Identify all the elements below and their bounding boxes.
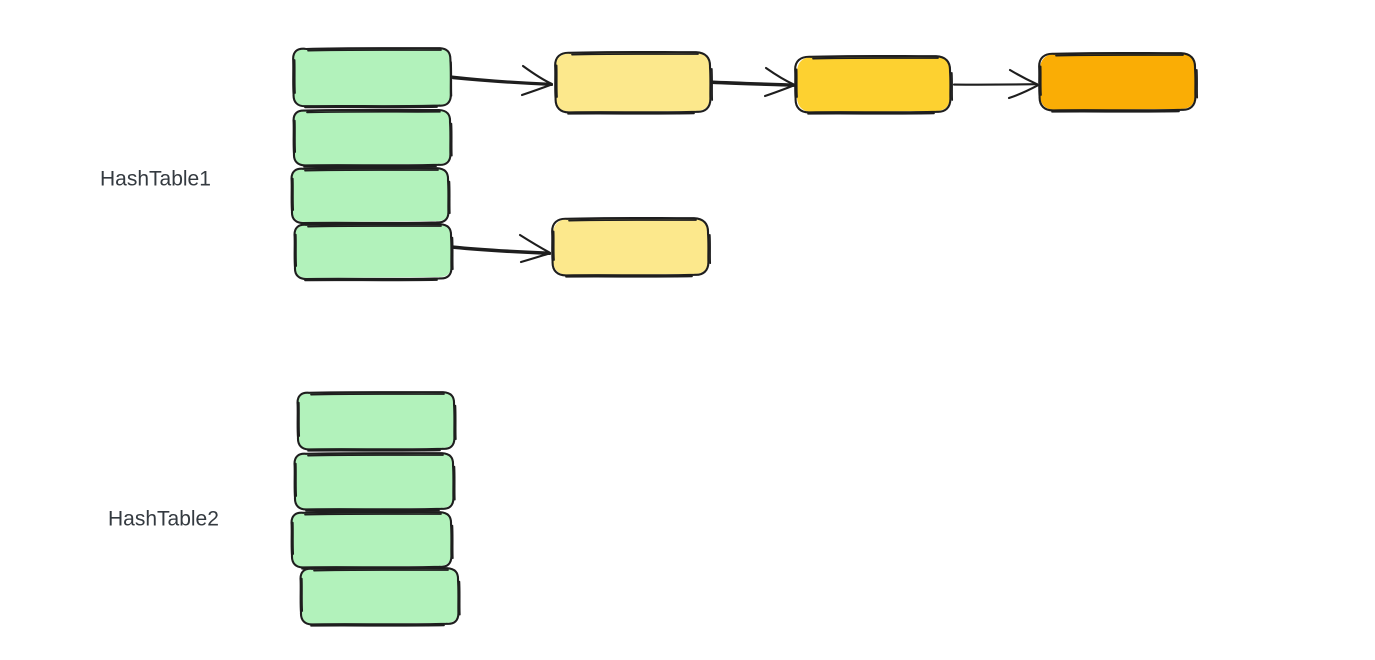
chain-node-b1[interactable] bbox=[551, 216, 712, 278]
arrow-bucket3-to-node-b1 bbox=[451, 233, 552, 264]
bucket-2-1[interactable] bbox=[293, 452, 456, 512]
bucket-1-2[interactable] bbox=[290, 167, 451, 226]
arrow-node-a1-to-node-a2 bbox=[709, 66, 796, 98]
arrow-node-a2-to-node-a3 bbox=[952, 68, 1040, 100]
bucket-2-2[interactable] bbox=[290, 511, 454, 570]
hashtable2-buckets bbox=[290, 391, 461, 627]
arrow-bucket0-to-node-a1 bbox=[450, 64, 554, 97]
chain-node-a3[interactable] bbox=[1038, 51, 1199, 113]
bucket-1-0[interactable] bbox=[292, 47, 453, 109]
hashtable1-buckets bbox=[290, 47, 454, 282]
chain-node-a2[interactable] bbox=[794, 54, 954, 115]
hashtable2-label: HashTable2 bbox=[108, 508, 219, 531]
bucket-2-3[interactable] bbox=[299, 567, 461, 627]
bucket-1-1[interactable] bbox=[292, 108, 453, 168]
bucket-1-3[interactable] bbox=[293, 223, 454, 282]
chain-node-a1[interactable] bbox=[554, 50, 714, 115]
bucket-2-0[interactable] bbox=[296, 391, 457, 452]
hashtable1-label: HashTable1 bbox=[100, 168, 211, 191]
